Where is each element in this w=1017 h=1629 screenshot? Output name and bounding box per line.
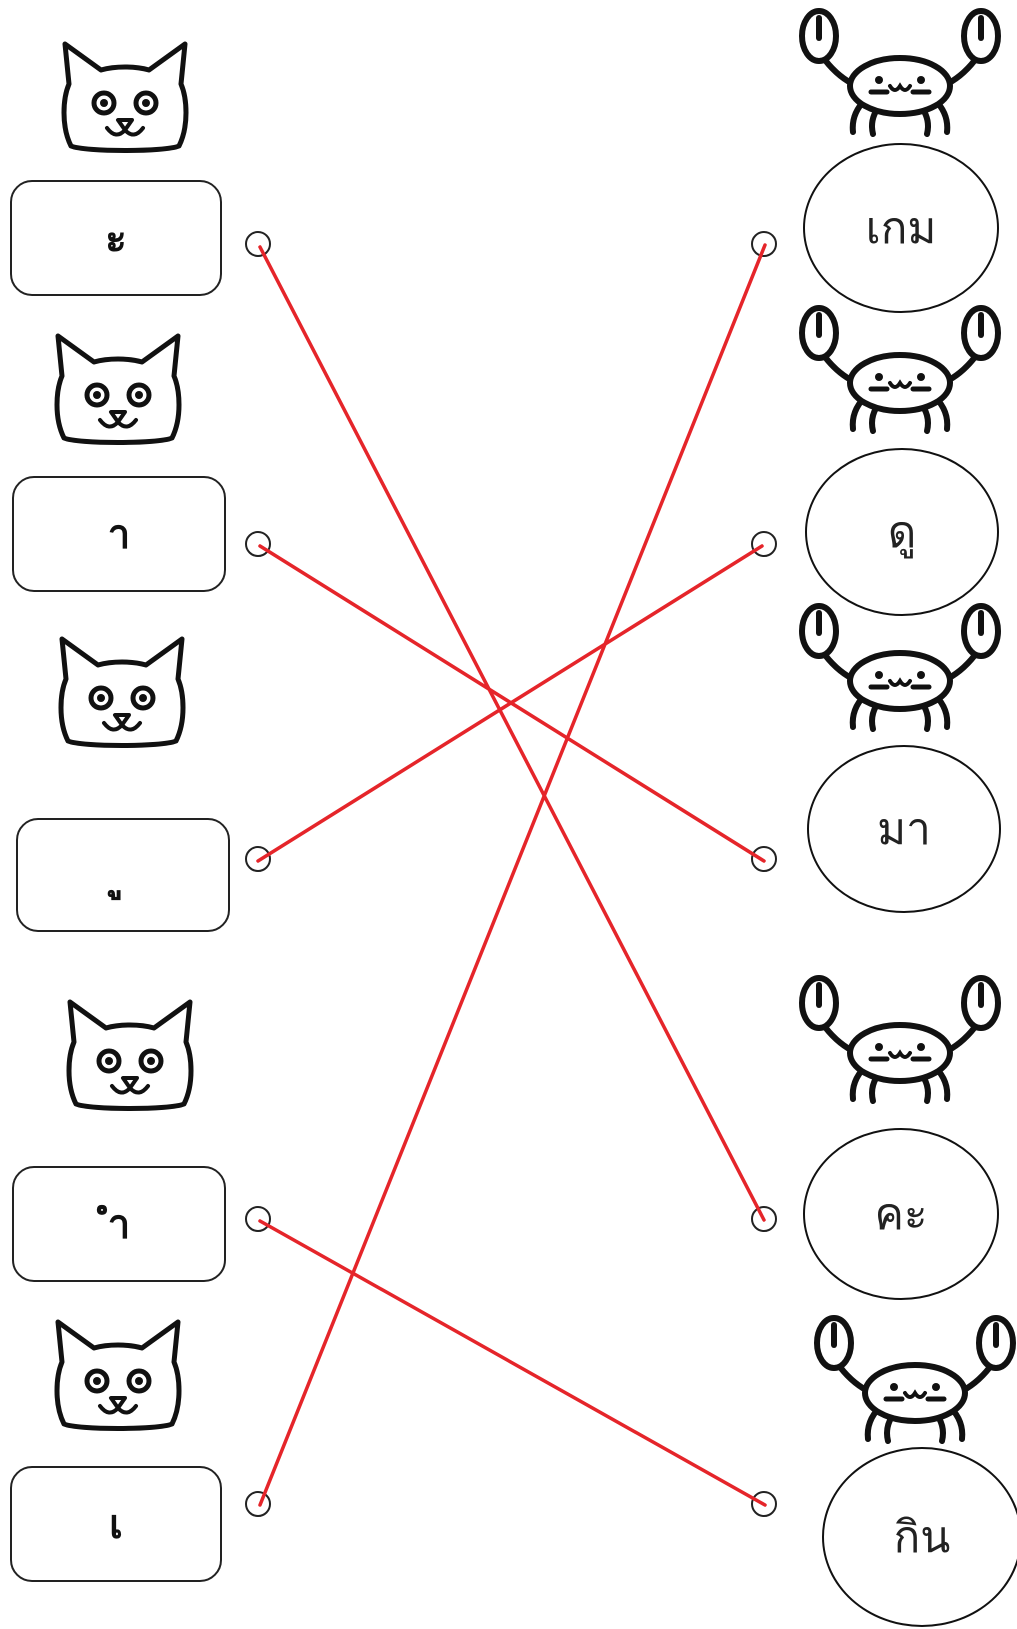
word-label: เกม [805,145,997,311]
left-connector-dot[interactable] [245,1206,271,1232]
left-connector-dot[interactable] [245,1491,271,1517]
right-connector-dot[interactable] [751,231,777,257]
crab-icon [795,8,1005,138]
word-label: มา [809,747,999,911]
left-connector-dot[interactable] [245,846,271,872]
vowel-box[interactable]: ำ [12,1166,226,1282]
word-bubble[interactable]: คะ [803,1128,999,1300]
vowel-box[interactable]: า [12,476,226,592]
vowel-label: ำ [14,1168,224,1280]
cat-icon [48,1318,188,1433]
right-connector-dot[interactable] [751,531,777,557]
word-bubble[interactable]: มา [807,745,1001,913]
crab-icon [795,305,1005,435]
word-bubble[interactable]: ดู [805,448,999,616]
vowel-label: ะ [12,182,220,294]
match-line [260,245,765,1505]
vowel-label: เ [12,1468,220,1580]
vowel-label: า [14,478,224,590]
vowel-box[interactable]: ู [16,818,230,932]
match-line [260,1221,765,1505]
crab-icon [795,603,1005,733]
match-line [258,546,762,861]
right-connector-dot[interactable] [751,1206,777,1232]
word-label: คะ [805,1130,997,1298]
word-label: ดู [807,450,997,614]
word-bubble[interactable]: กิน [822,1447,1017,1627]
cat-icon [60,998,200,1113]
word-label: กิน [824,1449,1017,1625]
cat-icon [48,332,188,447]
word-bubble[interactable]: เกม [803,143,999,313]
vowel-box[interactable]: ะ [10,180,222,296]
cat-icon [52,635,192,750]
vowel-label: ู [18,820,228,930]
left-connector-dot[interactable] [245,531,271,557]
crab-icon [795,975,1005,1105]
left-connector-dot[interactable] [245,231,271,257]
match-line [260,247,764,1220]
match-line [260,546,764,861]
right-connector-dot[interactable] [751,1491,777,1517]
vowel-box[interactable]: เ [10,1466,222,1582]
right-connector-dot[interactable] [751,846,777,872]
cat-icon [55,40,195,155]
crab-icon [810,1315,1017,1445]
